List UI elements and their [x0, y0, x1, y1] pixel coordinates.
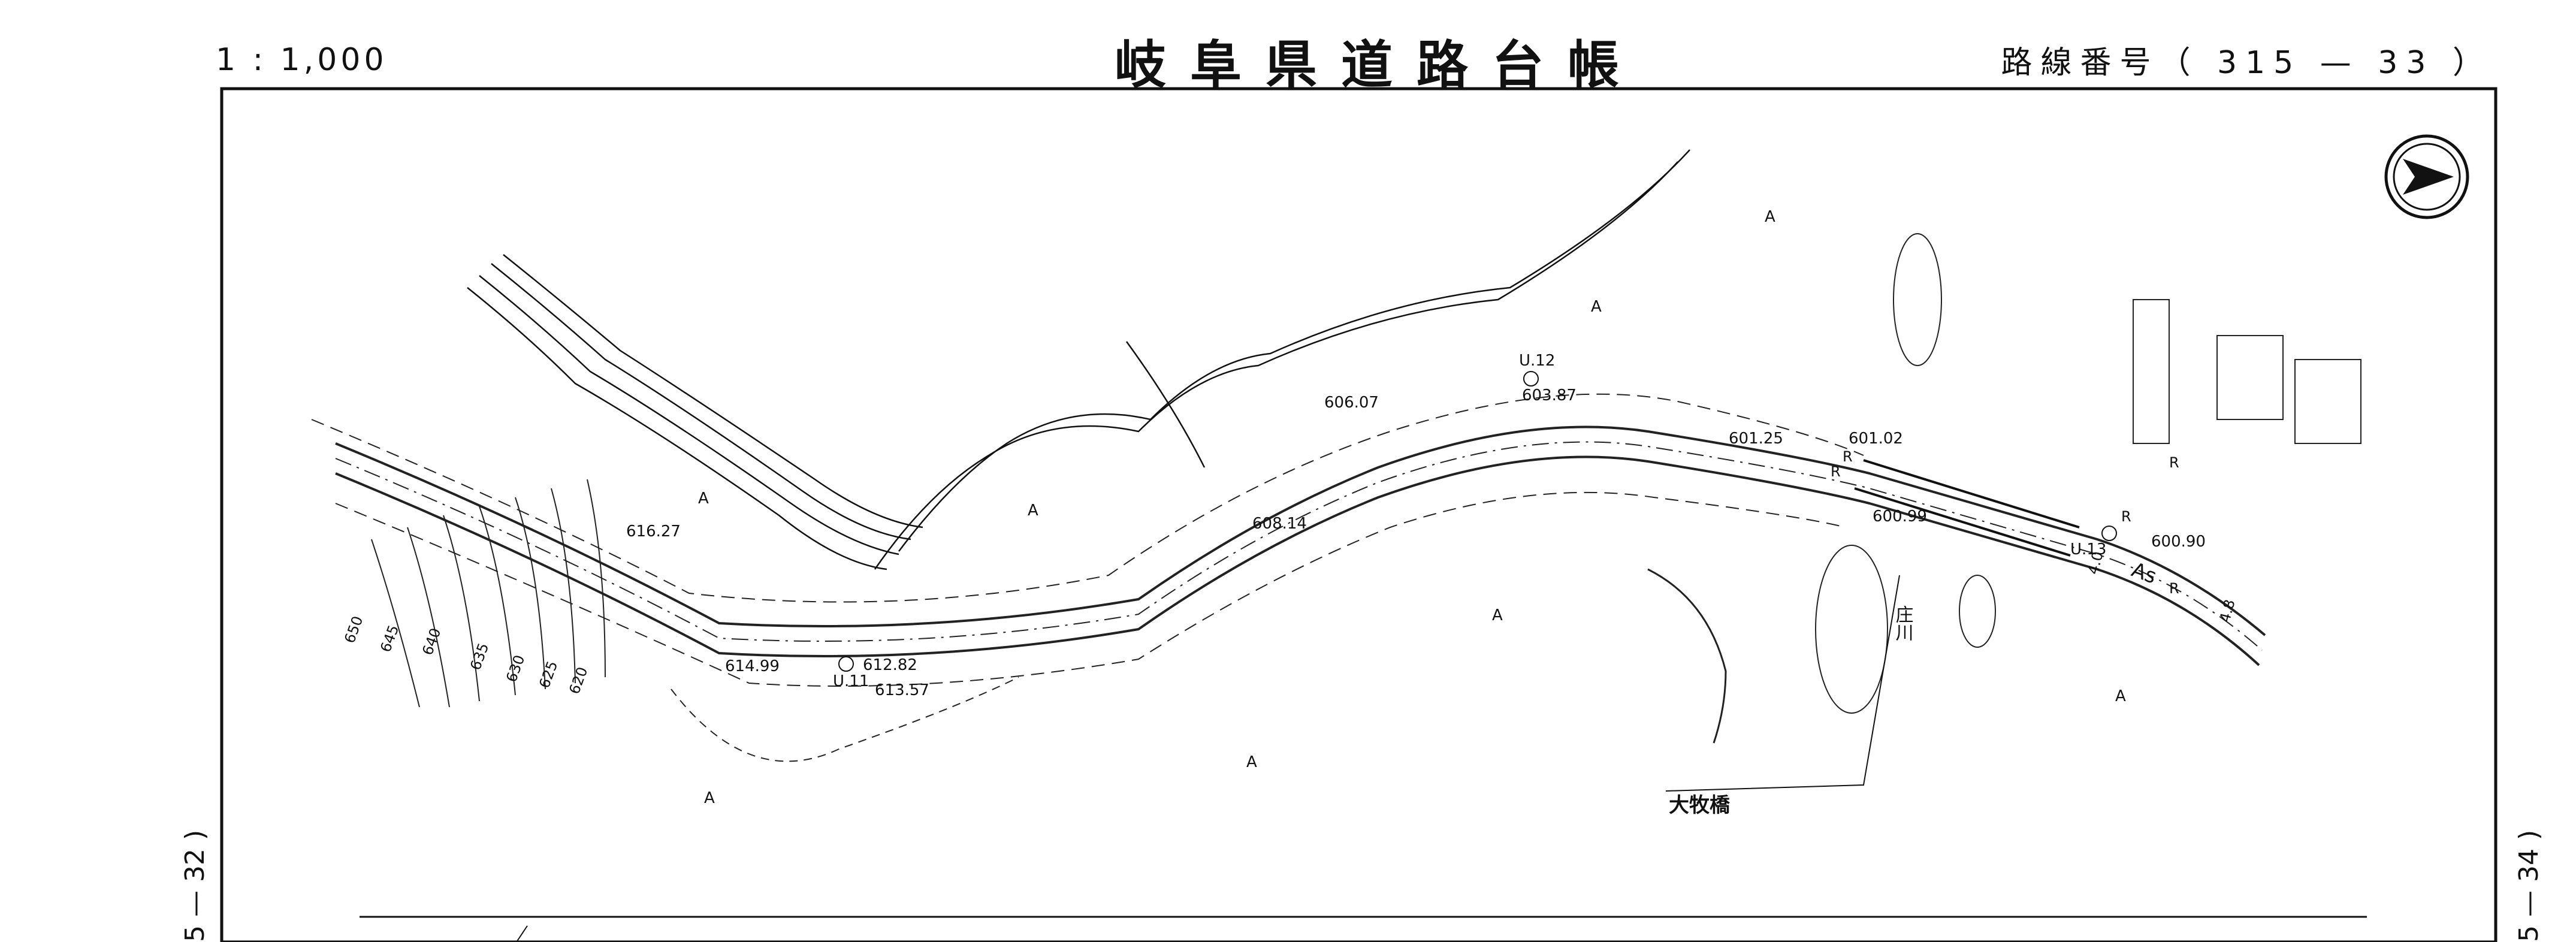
elevation-label: 614.99	[725, 657, 780, 675]
vegetation-mark: A	[2115, 687, 2126, 705]
contour-label: 635	[467, 641, 492, 672]
route-number: 路線番号（ 315 — 33 ）	[2001, 45, 2492, 81]
vegetation-mark: A	[704, 789, 715, 807]
vegetation-mark: A	[698, 490, 709, 508]
road-mark: R	[1843, 448, 1853, 465]
contour-label: 650	[341, 614, 366, 645]
vegetation-mark: A	[1028, 502, 1038, 520]
north-arrow-icon	[2384, 134, 2469, 219]
road-mark: R	[2121, 508, 2131, 525]
map-frame	[220, 87, 2498, 942]
elevation-label: 616.27	[626, 523, 681, 541]
river-name: 庄川	[1892, 605, 1914, 641]
elevation-label: 600.99	[1873, 508, 1927, 526]
vegetation-mark: A	[1492, 606, 1503, 624]
elevation-labels: 616.27 606.07 603.87 608.14 614.99 612.8…	[626, 387, 2206, 699]
vegetation-marks: A A A A A A A A	[698, 208, 2126, 807]
contour-label: 630	[503, 653, 528, 684]
buildings	[2133, 299, 2361, 444]
survey-points: U.11 U.12 U.13	[833, 352, 2117, 690]
elevation-label: 601.25	[1729, 430, 1783, 448]
elevation-label: 608.14	[1252, 515, 1307, 533]
road-mark: R	[2169, 580, 2179, 597]
elevation-label: 601.02	[1849, 430, 1903, 448]
contour-label: 640	[419, 626, 444, 657]
vegetation-mark: A	[1246, 753, 1257, 771]
vegetation-mark: A	[1765, 208, 1775, 226]
road-centerline	[311, 393, 2266, 687]
contour-label: 620	[566, 665, 591, 696]
survey-point-label: U.11	[833, 672, 869, 690]
page-title: 岐阜県道路台帳	[1115, 35, 1643, 95]
bridge	[1854, 459, 2080, 557]
survey-point-label: U.13	[2070, 541, 2106, 558]
cut-slope-contours	[467, 149, 1690, 570]
elevation-label: 603.87	[1522, 387, 1577, 404]
trees	[1815, 233, 1996, 714]
elevation-label: 600.90	[2151, 533, 2206, 551]
road-mark: R	[2169, 454, 2179, 471]
elevation-contours	[371, 479, 1727, 762]
river-label-leader	[1665, 575, 1900, 792]
elevation-label: 606.07	[1324, 394, 1379, 412]
elevation-label: 612.82	[863, 656, 917, 674]
bridge-name: 大牧橋	[1669, 793, 1730, 817]
road-mark: R	[1831, 463, 1841, 480]
contour-label: 625	[536, 659, 561, 690]
vegetation-mark: A	[1591, 298, 1602, 316]
contour-label: 645	[377, 623, 402, 654]
survey-point-label: U.12	[1519, 352, 1555, 370]
map-scale: 1 : 1,000	[216, 42, 388, 78]
contour-labels: 650 645 640 635 630 625 620	[341, 614, 591, 696]
elevation-label: 613.57	[875, 681, 929, 699]
